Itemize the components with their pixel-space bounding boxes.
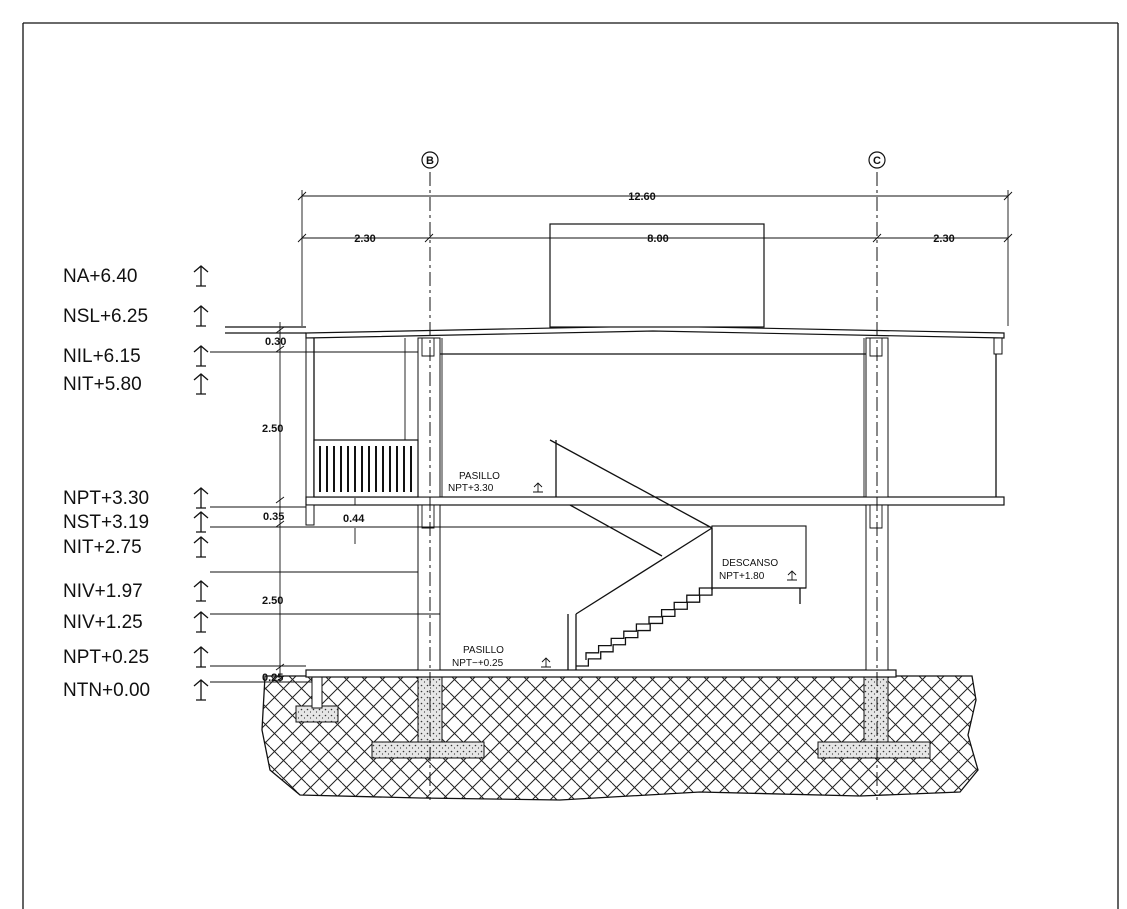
dim-h-upper: 2.50 xyxy=(262,423,283,435)
axis-label-b: B xyxy=(426,155,434,167)
level-marks xyxy=(533,482,797,668)
label-npt-upper: NPT+3.30 xyxy=(448,483,494,494)
staircase xyxy=(549,439,807,670)
dim-h-roof: 0.30 xyxy=(265,336,286,348)
dim-center: 8.00 xyxy=(647,233,668,245)
level-label: NA+6.40 xyxy=(63,266,137,287)
level-symbol xyxy=(193,646,209,668)
level-label: NPT+3.30 xyxy=(63,488,149,509)
level-symbol xyxy=(193,511,209,533)
level-label: NIV+1.25 xyxy=(63,612,143,633)
label-npt-descanso: NPT+1.80 xyxy=(719,571,765,582)
axis-bubble-c xyxy=(868,151,886,169)
roof-slab xyxy=(305,325,1005,339)
sheet-frame xyxy=(22,22,1119,909)
level-mark xyxy=(541,657,551,668)
level-lines xyxy=(210,351,712,683)
level-symbol xyxy=(193,373,209,395)
level-symbol xyxy=(193,305,209,327)
level-label: NSL+6.25 xyxy=(63,306,148,327)
label-npt-lower: NPT−+0.25 xyxy=(452,658,504,669)
level-symbol xyxy=(193,536,209,558)
floor-slab xyxy=(305,496,1005,506)
level-label: NTN+0.00 xyxy=(63,680,150,701)
ground-slab xyxy=(305,669,897,678)
right-beam xyxy=(993,337,1003,355)
level-mark xyxy=(533,482,543,493)
dim-right: 2.30 xyxy=(933,233,954,245)
level-symbols xyxy=(193,265,209,701)
dim-h-base: 0.25 xyxy=(262,672,283,684)
axis-label-c: C xyxy=(873,155,881,167)
axis-bubble-b xyxy=(421,151,439,169)
level-mark xyxy=(787,570,797,581)
level-symbol xyxy=(193,487,209,509)
label-pasillo-upper: PASILLO xyxy=(459,471,500,482)
level-label: NPT+0.25 xyxy=(63,647,149,668)
level-label: NIT+5.80 xyxy=(63,374,142,395)
label-pasillo-lower: PASILLO xyxy=(463,645,504,656)
dim-h-lower: 2.50 xyxy=(262,595,283,607)
level-label: NIL+6.15 xyxy=(63,346,141,367)
dim-left: 2.30 xyxy=(354,233,375,245)
dim-w-mid: 0.44 xyxy=(343,513,365,525)
vertical-dimension xyxy=(275,322,285,683)
level-label: NST+3.19 xyxy=(63,512,149,533)
tank-box xyxy=(549,223,765,328)
level-label: NIT+2.75 xyxy=(63,537,142,558)
level-symbol xyxy=(193,611,209,633)
balcony-railing xyxy=(313,439,419,498)
level-symbol xyxy=(193,345,209,367)
level-symbol xyxy=(193,679,209,701)
horizontal-dimensions xyxy=(297,190,1013,326)
level-label: NIV+1.97 xyxy=(63,581,143,602)
level-labels: NA+6.40NSL+6.25NIL+6.15NIT+5.80NPT+3.30N… xyxy=(63,266,150,701)
level-symbol xyxy=(193,580,209,602)
dim-h-mid: 0.35 xyxy=(263,511,284,523)
dim-total: 12.60 xyxy=(628,191,656,203)
level-symbol xyxy=(193,265,209,287)
label-descanso: DESCANSO xyxy=(722,558,778,569)
